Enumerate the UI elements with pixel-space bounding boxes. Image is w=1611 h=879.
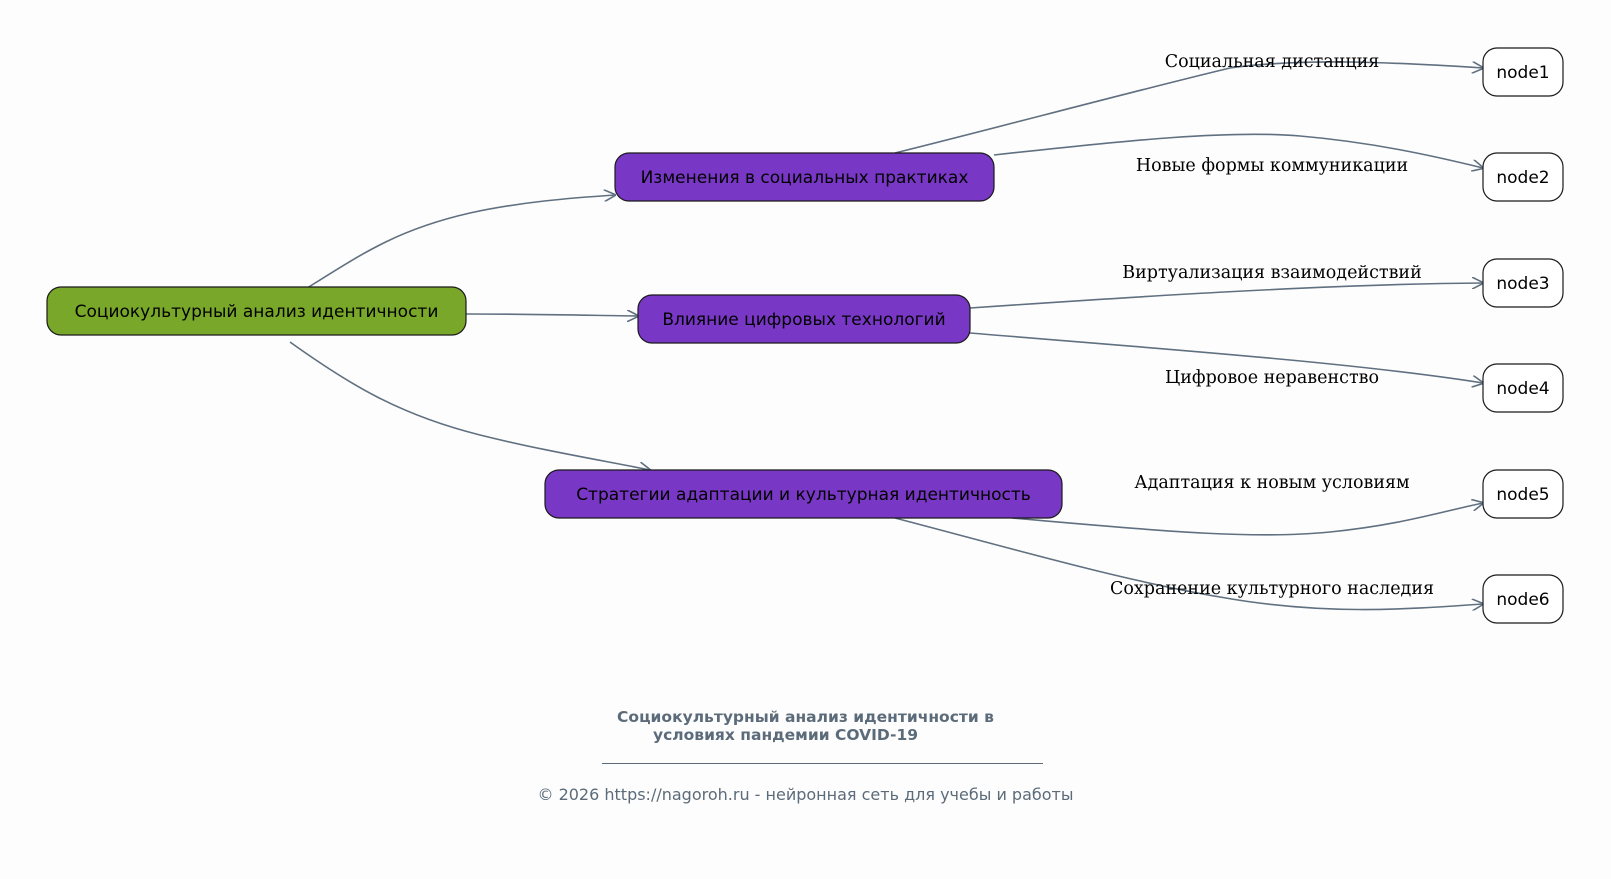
edge-b3-node5 (1011, 503, 1483, 536)
leaf-node[interactable]: node1 (1482, 47, 1564, 97)
node-box (1482, 152, 1564, 202)
diagram-caption-title: Социокультурный анализ идентичности в ус… (0, 708, 1611, 744)
branch-node[interactable]: Изменения в социальных практиках (614, 152, 995, 202)
caption-footer: © 2026 https://nagoroh.ru - нейронная се… (537, 785, 1074, 804)
edge-b1-node2 (993, 133, 1483, 168)
node-box (544, 469, 1063, 519)
leaf-node[interactable]: node2 (1482, 152, 1564, 202)
leaf-node[interactable]: node3 (1482, 258, 1564, 308)
node-label: node1 (1496, 63, 1549, 83)
node-label: node3 (1496, 274, 1549, 294)
edge-label: Адаптация к новым условиям (1134, 473, 1409, 493)
edge-label: Виртуализация взаимодействий (1122, 263, 1422, 283)
node-box (637, 294, 971, 344)
edge-b1-node1 (894, 61, 1483, 154)
root-node[interactable]: Социокультурный анализ идентичности (46, 286, 467, 336)
node-label: node6 (1496, 590, 1549, 610)
node-label: Социокультурный анализ идентичности (75, 302, 439, 322)
node-label: node5 (1496, 485, 1549, 505)
caption-title-line-1: Социокультурный анализ идентичности в (617, 708, 994, 726)
node-box (1482, 363, 1564, 413)
branch-node[interactable]: Стратегии адаптации и культурная идентич… (544, 469, 1063, 519)
node-label: Стратегии адаптации и культурная идентич… (576, 485, 1031, 505)
node-box (46, 286, 467, 336)
edge-root-b1 (295, 195, 615, 296)
caption-divider (602, 763, 1043, 764)
node-box (1482, 469, 1564, 519)
node-box (1482, 258, 1564, 308)
caption-title-line-2: условиях пандемии COVID-19 (652, 726, 919, 744)
edge-root-b3 (289, 341, 650, 470)
edge-label: Сохранение культурного наследия (1110, 579, 1434, 599)
edge-b2-node3 (969, 283, 1483, 309)
node-label: Изменения в социальных практиках (641, 168, 969, 188)
edge-root-b2 (465, 314, 638, 316)
node-box (1482, 574, 1564, 624)
edge-b2-node4 (969, 332, 1483, 383)
leaf-node[interactable]: node4 (1482, 363, 1564, 413)
edge-b3-node6 (894, 517, 1483, 610)
leaf-node[interactable]: node6 (1482, 574, 1564, 624)
node-label: Влияние цифровых технологий (662, 310, 945, 330)
edge-label: Цифровое неравенство (1165, 368, 1379, 388)
node-label: node4 (1496, 379, 1549, 399)
node-label: node2 (1496, 168, 1549, 188)
edge-label: Новые формы коммуникации (1136, 156, 1408, 176)
node-box (614, 152, 995, 202)
node-box (1482, 47, 1564, 97)
leaf-node[interactable]: node5 (1482, 469, 1564, 519)
branch-node[interactable]: Влияние цифровых технологий (637, 294, 971, 344)
edge-label: Социальная дистанция (1165, 52, 1380, 72)
